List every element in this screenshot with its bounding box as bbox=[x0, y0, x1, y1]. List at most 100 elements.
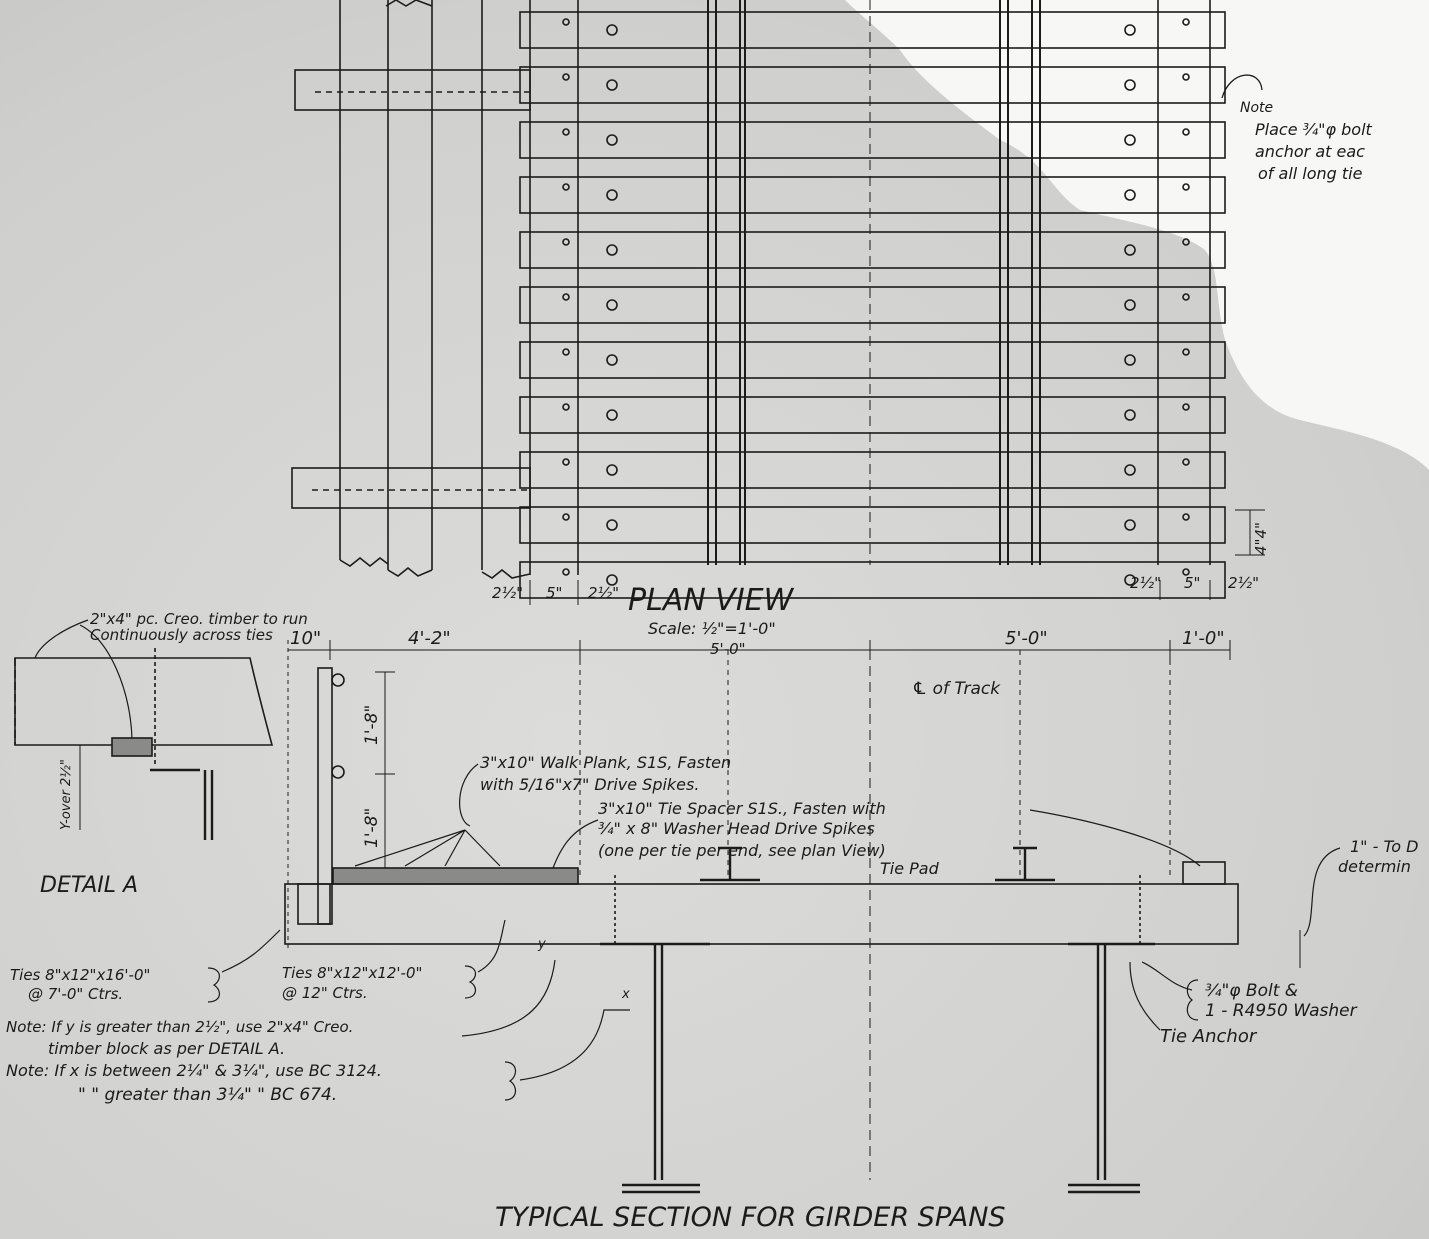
plan-dim-right-3: 2½" bbox=[1228, 574, 1259, 592]
plan-tie-bolt bbox=[1124, 464, 1136, 476]
plan-tie-bolt bbox=[606, 189, 618, 201]
plan-tie-bolt bbox=[606, 24, 618, 36]
walk-plank-note-2: with 5/16"x7" Drive Spikes. bbox=[480, 775, 699, 794]
ties-16-note: Ties 8"x12"x16'-0" bbox=[10, 966, 150, 984]
plan-spacer-spike bbox=[1182, 458, 1190, 466]
typical-section bbox=[207, 640, 1341, 1194]
tie-spacer-note-2: ¾" x 8" Washer Head Drive Spikes bbox=[598, 819, 875, 838]
detail-a-title: DETAIL A bbox=[40, 873, 138, 898]
tie-anchor-label: Tie Anchor bbox=[1160, 1026, 1258, 1047]
ties-12-ctrs: @ 12" Ctrs. bbox=[282, 984, 368, 1002]
plan-view bbox=[291, 0, 1265, 605]
tie-spacer-note-1: 3"x10" Tie Spacer S1S., Fasten with bbox=[598, 799, 886, 818]
plan-tie-bolt bbox=[1124, 189, 1136, 201]
ties-16-ctrs: @ 7'-0" Ctrs. bbox=[28, 985, 123, 1003]
plan-tie-bolt bbox=[606, 79, 618, 91]
note-x-1: Note: If x is between 2¼" & 3¼", use BC … bbox=[6, 1061, 382, 1080]
plan-view-scale: Scale: ½"=1'-0" bbox=[648, 619, 776, 638]
plan-dim-left-2: 5" bbox=[546, 584, 562, 602]
note-y-2: timber block as per DETAIL A. bbox=[48, 1039, 285, 1058]
clearance-note-2: determin bbox=[1338, 857, 1411, 876]
note-y-1: Note: If y is greater than 2½", use 2"x4… bbox=[6, 1018, 353, 1036]
detail-a-note-2: Continuously across ties bbox=[90, 626, 273, 644]
plan-spacer-spike bbox=[1182, 348, 1190, 356]
plan-tie-bolt bbox=[1124, 24, 1136, 36]
plan-spacer-spike bbox=[562, 18, 570, 26]
plan-spacer-spike bbox=[1182, 183, 1190, 191]
plan-spacer-spike bbox=[1182, 73, 1190, 81]
plan-tie bbox=[519, 66, 1226, 104]
plan-spacer-spike bbox=[1182, 293, 1190, 301]
dim-1-8-a: 1'-8" bbox=[362, 705, 382, 745]
plan-tie-bolt bbox=[1124, 134, 1136, 146]
dim-4-2: 4'-2" bbox=[408, 628, 451, 649]
plan-spacer-spike bbox=[1182, 128, 1190, 136]
note-top-right-3: anchor at eac bbox=[1255, 142, 1365, 161]
plan-dim-right-2: 5" bbox=[1184, 574, 1200, 592]
torn-paper-area bbox=[845, 0, 1429, 470]
plan-spacer-spike bbox=[1182, 513, 1190, 521]
walk-plank-note-1: 3"x10" Walk Plank, S1S, Fasten bbox=[480, 753, 731, 772]
plan-tie-bolt bbox=[1124, 409, 1136, 421]
track-centerline: ℄ of Track bbox=[912, 679, 1001, 699]
plan-spacer-spike bbox=[562, 348, 570, 356]
plan-dim-right-1: 2½" bbox=[1130, 574, 1161, 592]
plan-tie bbox=[519, 286, 1226, 324]
plan-tie-bolt bbox=[606, 299, 618, 311]
plan-dim-left-1: 2½" bbox=[492, 584, 523, 602]
plan-tie bbox=[519, 451, 1226, 489]
bolt-note-1: ¾"φ Bolt & bbox=[1205, 981, 1298, 1001]
tie-pad-label: Tie Pad bbox=[880, 859, 940, 878]
plan-tie bbox=[519, 506, 1226, 544]
plan-spacer-spike bbox=[562, 293, 570, 301]
plan-tie-bolt bbox=[606, 464, 618, 476]
dim-10: 10" bbox=[290, 628, 321, 649]
plan-tie-bolt bbox=[606, 134, 618, 146]
plan-spacer-spike bbox=[562, 73, 570, 81]
plan-spacer-spike bbox=[562, 458, 570, 466]
plan-spacer-spike bbox=[562, 513, 570, 521]
plan-dim-left-3: 2½" bbox=[588, 584, 619, 602]
plan-tie-bolt bbox=[606, 354, 618, 366]
plan-spacer-spike bbox=[1182, 238, 1190, 246]
plan-spacer-spike bbox=[562, 568, 570, 576]
plan-tie bbox=[519, 341, 1226, 379]
plan-spacer-spike bbox=[1182, 18, 1190, 26]
plan-spacer-spike bbox=[562, 403, 570, 411]
plan-tie-bolt bbox=[606, 574, 618, 586]
detail-a bbox=[14, 619, 274, 840]
dim-5-0-mid: 5'-0" bbox=[710, 640, 746, 658]
plan-spacer-spike bbox=[562, 238, 570, 246]
ties-12-note: Ties 8"x12"x12'-0" bbox=[282, 964, 422, 982]
note-top-right-4: of all long tie bbox=[1258, 164, 1363, 183]
plan-tie bbox=[519, 561, 1226, 599]
dim-1-8-b: 1'-8" bbox=[362, 808, 382, 848]
section-title: TYPICAL SECTION FOR GIRDER SPANS bbox=[495, 1202, 1006, 1233]
x-label: x bbox=[621, 987, 630, 1002]
dim-1-0: 1'-0" bbox=[1182, 628, 1225, 649]
plan-tie-bolt bbox=[1124, 354, 1136, 366]
y-label: y bbox=[537, 937, 546, 952]
detail-a-y-over: Y-over 2½" bbox=[59, 759, 74, 830]
note-top-right-1: Note bbox=[1240, 100, 1273, 116]
plan-tie-bolt bbox=[1124, 299, 1136, 311]
plan-tie-bolt bbox=[606, 244, 618, 256]
drawing-labels: PLAN VIEW Scale: ½"=1'-0" 2½" 5" 2½" 2½"… bbox=[6, 100, 1418, 1233]
plan-tie-bolt bbox=[1124, 244, 1136, 256]
plan-spacer-spike bbox=[1182, 568, 1190, 576]
plan-spacer-spike bbox=[562, 128, 570, 136]
plan-tie bbox=[519, 176, 1226, 214]
tie-spacer-note-3: (one per tie per end, see plan View) bbox=[598, 841, 886, 860]
plan-spacer-spike bbox=[562, 183, 570, 191]
plan-tie-bolt bbox=[606, 519, 618, 531]
dim-5-0: 5'-0" bbox=[1005, 628, 1048, 649]
plan-spacer-spike bbox=[1182, 403, 1190, 411]
plan-tie bbox=[519, 396, 1226, 434]
plan-tie-bolt bbox=[1124, 519, 1136, 531]
note-x-2: " " greater than 3¼" " BC 674. bbox=[78, 1085, 337, 1105]
plan-tie-bolt bbox=[1124, 574, 1136, 586]
plan-ties bbox=[519, 11, 1226, 599]
plan-tie bbox=[519, 231, 1226, 269]
